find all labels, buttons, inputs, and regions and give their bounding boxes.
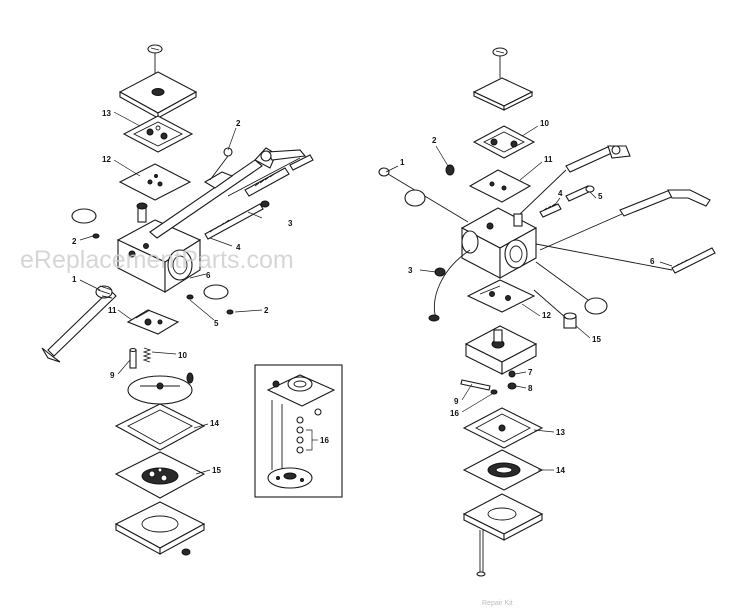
callout-left-9: 9 bbox=[110, 371, 115, 380]
left-part-10-spring bbox=[142, 347, 152, 363]
callout-left-2a: 2 bbox=[236, 119, 241, 128]
left-part-6-lever bbox=[203, 284, 229, 300]
right-part-13-diaphragm bbox=[462, 407, 544, 449]
callout-left-10: 10 bbox=[178, 351, 187, 360]
right-part-7-spring bbox=[508, 370, 516, 378]
left-washer bbox=[71, 208, 97, 224]
left-main-needle bbox=[204, 200, 270, 240]
right-part-1-screw bbox=[378, 167, 469, 223]
left-choke-shaft bbox=[41, 285, 117, 363]
left-cover-screw bbox=[147, 44, 163, 75]
callout-left-5: 5 bbox=[214, 319, 219, 328]
callout-left-6: 6 bbox=[206, 271, 211, 280]
callout-left-15: 15 bbox=[212, 466, 221, 475]
watermark-text: eReplacementParts.com bbox=[20, 246, 294, 274]
right-carburetor-body bbox=[460, 207, 538, 279]
right-washer bbox=[584, 297, 608, 315]
left-bottom-cover bbox=[114, 501, 206, 555]
callout-left-2c: 2 bbox=[264, 306, 269, 315]
left-part-13-plate bbox=[122, 115, 194, 153]
right-pump-cover bbox=[472, 77, 534, 111]
right-part-11-gasket bbox=[468, 169, 532, 203]
right-choke-lever bbox=[539, 189, 711, 251]
callout-right-11: 11 bbox=[544, 155, 553, 164]
callout-right-5: 5 bbox=[598, 192, 603, 201]
callout-left-2b: 2 bbox=[72, 237, 77, 246]
callout-right-4: 4 bbox=[558, 189, 563, 198]
right-part-16-ring bbox=[490, 389, 498, 395]
left-carburetor-assembly: 13 2 12 2 3 4 1 6 5 2 11 10 9 14 15 bbox=[41, 44, 314, 556]
right-part-12-gasket bbox=[466, 279, 536, 313]
left-carburetor-body bbox=[116, 202, 202, 293]
callout-right-14: 14 bbox=[556, 466, 565, 475]
callout-right-15: 15 bbox=[592, 335, 601, 344]
left-part-9-pin bbox=[129, 347, 137, 369]
callout-right-16: 16 bbox=[450, 409, 459, 418]
callout-right-7: 7 bbox=[528, 368, 533, 377]
left-part-15-cover bbox=[114, 451, 206, 499]
callout-right-12: 12 bbox=[542, 311, 551, 320]
left-part-5-screw bbox=[186, 294, 194, 300]
callout-right-6: 6 bbox=[650, 257, 655, 266]
right-part-5-needle bbox=[565, 185, 595, 202]
right-carburetor-assembly: 10 2 1 11 4 5 3 6 12 15 7 8 9 16 13 14 bbox=[378, 47, 716, 577]
right-part-3-screw bbox=[434, 267, 446, 277]
inset-part-16-rings bbox=[296, 416, 304, 454]
callout-left-14: 14 bbox=[210, 419, 219, 428]
callout-left-4: 4 bbox=[236, 243, 241, 252]
left-part-2-screw bbox=[226, 309, 234, 315]
right-metering-body bbox=[464, 325, 538, 375]
callout-left-1: 1 bbox=[72, 275, 77, 284]
right-part-2-spring bbox=[445, 164, 455, 176]
right-part-4-needle bbox=[539, 203, 562, 218]
callout-right-1: 1 bbox=[400, 158, 405, 167]
callout-left-13: 13 bbox=[102, 109, 111, 118]
right-throttle-lever bbox=[519, 145, 631, 215]
right-part-10-plate bbox=[472, 125, 536, 159]
callout-right-9: 9 bbox=[454, 397, 459, 406]
right-wire-loop bbox=[433, 249, 471, 319]
left-small-screw-2 bbox=[92, 233, 100, 239]
left-bottom-screw bbox=[181, 548, 191, 556]
callout-inset-16: 16 bbox=[320, 436, 329, 445]
inset-metering-disc bbox=[267, 467, 313, 489]
left-part-14-gasket bbox=[114, 403, 206, 451]
right-bottom-screw bbox=[476, 530, 486, 577]
callout-left-11: 11 bbox=[108, 306, 117, 315]
callout-right-2: 2 bbox=[432, 136, 437, 145]
inset-body-section bbox=[266, 374, 336, 474]
right-bottom-cover bbox=[462, 493, 544, 541]
right-part-14-gasket bbox=[462, 449, 544, 491]
left-pump-cover bbox=[118, 71, 198, 119]
callout-right-3: 3 bbox=[408, 266, 413, 275]
callout-right-13: 13 bbox=[556, 428, 565, 437]
callout-left-12: 12 bbox=[102, 155, 111, 164]
right-part-9-pin bbox=[460, 379, 491, 391]
left-choke-lever bbox=[203, 147, 234, 189]
right-part-6-needle bbox=[535, 243, 716, 274]
left-part-11-metering bbox=[126, 309, 180, 335]
left-part-12-gasket bbox=[118, 163, 192, 201]
right-wire-end bbox=[428, 314, 440, 322]
right-part-8-lever bbox=[507, 382, 517, 390]
callout-right-8: 8 bbox=[528, 384, 533, 393]
left-metering-diaphragm bbox=[127, 372, 194, 405]
inset-detail: 16 bbox=[254, 364, 343, 498]
left-idle-needle bbox=[227, 154, 314, 197]
footer-note: Repair Kit bbox=[482, 600, 513, 607]
callout-left-3: 3 bbox=[288, 219, 293, 228]
callout-right-10: 10 bbox=[540, 119, 549, 128]
right-cover-screw bbox=[492, 47, 508, 78]
right-part-15-filter bbox=[533, 289, 577, 329]
